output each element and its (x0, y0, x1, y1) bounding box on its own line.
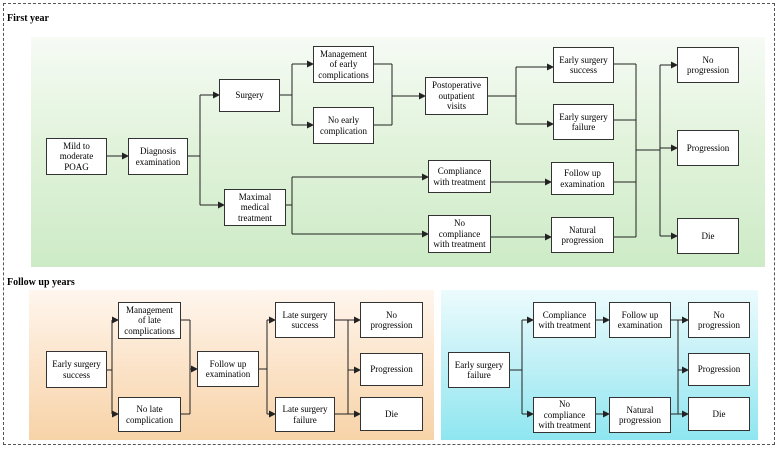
node-fu-early-surgery-failure: Early surgery failure (448, 352, 510, 388)
outer-dashed-border (3, 3, 775, 445)
node-fu-progression: Progression (360, 353, 423, 386)
node-fu-no-progression: No progression (360, 302, 423, 338)
node-fu-die: Die (360, 397, 423, 431)
node-fu-failure-die: Die (688, 397, 750, 431)
node-fu-failure-no-progression: No progression (688, 302, 750, 338)
node-postoperative-visits: Postoperative outpatient visits (425, 77, 488, 115)
node-compliance-with-treatment: Compliance with treatment (428, 160, 491, 193)
node-fu-failure-progression: Progression (688, 353, 750, 386)
node-diagnosis-examination: Diagnosis examination (128, 138, 188, 175)
section-title-follow-up: Follow up years (7, 277, 75, 288)
node-early-surgery-failure: Early surgery failure (553, 104, 614, 140)
node-early-surgery-success: Early surgery success (553, 47, 614, 83)
node-mild-poag: Mild to moderate POAG (46, 138, 107, 175)
node-progression: Progression (677, 130, 739, 166)
node-no-compliance: No compliance with treatment (428, 215, 491, 253)
node-fu-failure-follow-up-examination: Follow up examination (609, 302, 671, 338)
node-management-early-complications: Management of early complications (313, 46, 374, 83)
node-fu-follow-up-examination: Follow up examination (197, 351, 259, 387)
node-die: Die (677, 218, 739, 254)
node-surgery: Surgery (219, 79, 280, 112)
node-natural-progression: Natural progression (551, 217, 614, 253)
node-follow-up-examination: Follow up examination (551, 162, 614, 195)
node-no-early-complication: No early complication (313, 107, 374, 144)
node-fu-compliance-with-treatment: Compliance with treatment (533, 302, 596, 338)
node-fu-natural-progression: Natural progression (609, 397, 671, 433)
node-fu-early-surgery-success: Early surgery success (46, 351, 107, 388)
node-fu-management-late-complications: Management of late complications (118, 302, 181, 339)
node-fu-late-surgery-success: Late surgery success (275, 302, 335, 338)
node-no-progression: No progression (677, 47, 739, 83)
section-title-first-year: First year (7, 13, 49, 24)
node-fu-no-late-complication: No late complication (118, 397, 181, 432)
node-fu-no-compliance: No compliance with treatment (533, 397, 596, 433)
node-maximal-medical-treatment: Maximal medical treatment (224, 189, 286, 226)
node-fu-late-surgery-failure: Late surgery failure (275, 397, 335, 432)
